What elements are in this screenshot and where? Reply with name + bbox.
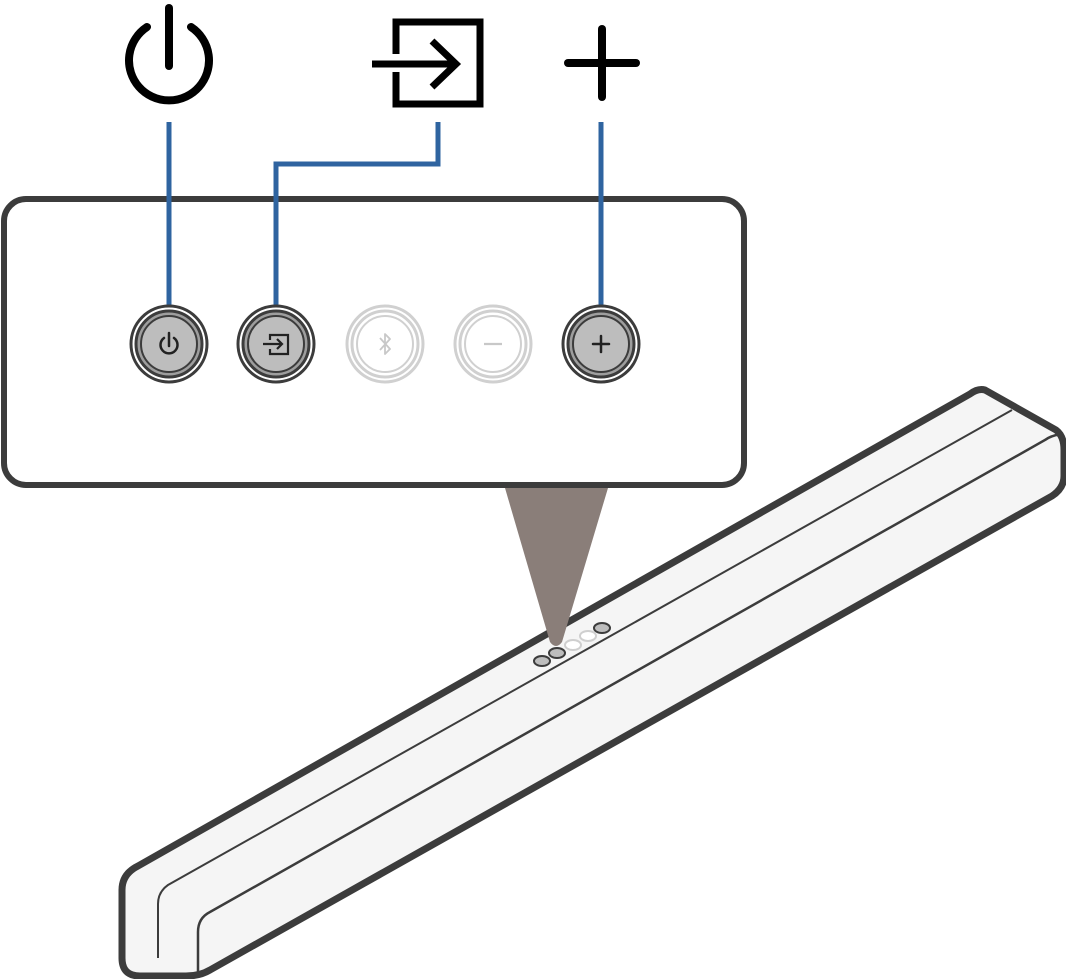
bar-button-bluetooth (564, 639, 582, 651)
panel-button-minus (453, 304, 533, 384)
bar-button-minus (579, 630, 597, 642)
bar-button-input (548, 647, 566, 659)
panel-button-input (236, 304, 316, 384)
soundbar (118, 386, 1066, 979)
bar-button-plus (593, 622, 611, 634)
power-icon (159, 331, 179, 355)
input-source-icon (263, 333, 290, 356)
bar-button-power (533, 655, 551, 667)
callout-lines (166, 122, 604, 306)
panel-button-bluetooth (345, 304, 425, 384)
panel-button-power (129, 304, 209, 384)
soundbar-buttons (533, 622, 611, 667)
input-source-icon (372, 18, 484, 108)
callout-line-input (273, 122, 441, 306)
bluetooth-icon (379, 333, 391, 355)
panel-button-plus (561, 304, 641, 384)
plus-icon (564, 25, 640, 101)
power-icon (125, 4, 213, 105)
soundbar-front-edge (196, 432, 1062, 974)
plus-icon (591, 334, 611, 354)
soundbar-top-line-1 (157, 409, 1013, 958)
zoom-beam (505, 488, 608, 646)
